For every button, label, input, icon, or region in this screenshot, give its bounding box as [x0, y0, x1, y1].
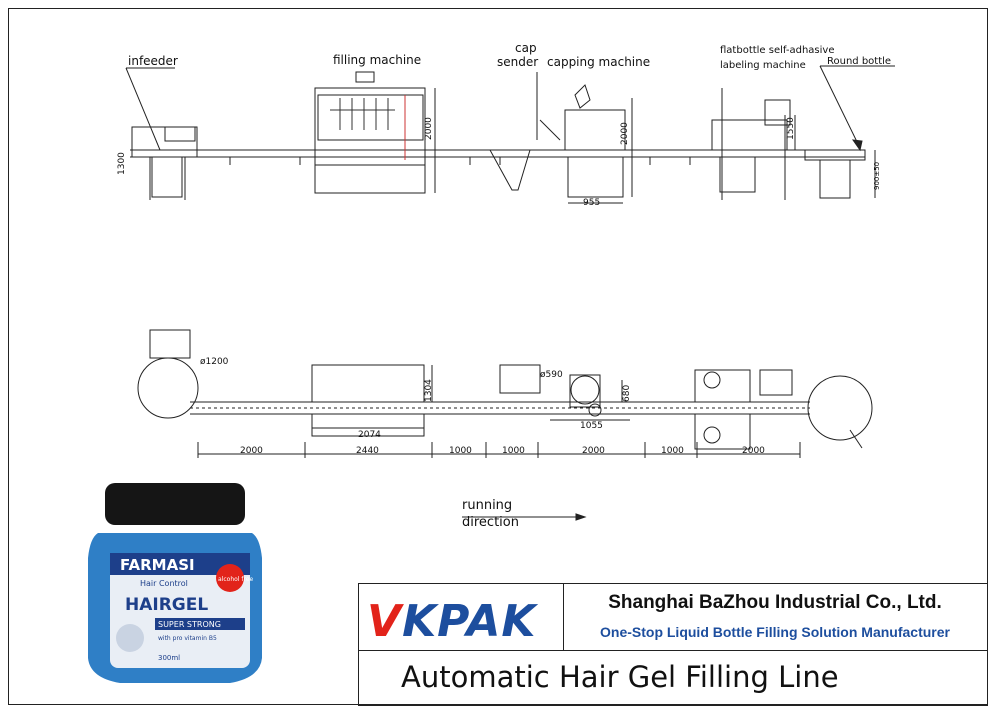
cap-sender-label-2: sender: [497, 55, 539, 69]
capper-width-dim: 955: [583, 198, 601, 208]
filler-length-dim: 2074: [358, 430, 381, 440]
segment-dim-4: 1000: [502, 446, 525, 456]
hopper-dia-dim: ø590: [540, 370, 563, 380]
labeling-machine-label-1: flatbottle self-adhasive: [720, 45, 835, 56]
jar-badge: alcohol free: [218, 576, 254, 583]
capper-depth-dim: 680: [622, 384, 632, 402]
segment-dim-3: 1000: [449, 446, 472, 456]
title-divider: [359, 650, 987, 651]
running-direction-label: running direction: [462, 497, 519, 531]
hair-gel-jar-image: FARMASI Hair Control alcohol free HAIRGE…: [88, 483, 262, 683]
running-direction-line2: direction: [462, 515, 519, 530]
logo-letters-kpak: KPAK: [402, 596, 537, 647]
turntable-dia-dim: ø1200: [200, 357, 229, 367]
company-name: Shanghai BaZhou Industrial Co., Ltd.: [608, 592, 942, 613]
jar-sub: Hair Control: [140, 579, 188, 588]
filler-height-dim: 2000: [424, 117, 434, 140]
logo-cell: VKPAK: [359, 584, 564, 650]
segment-dim-1: 2000: [240, 446, 263, 456]
round-bottle-label: Round bottle: [827, 56, 892, 67]
jar-strength: SUPER STRONG: [158, 620, 221, 629]
segment-dim-6: 1000: [661, 446, 684, 456]
capping-machine-label: capping machine: [547, 55, 651, 69]
running-direction-line1: running: [462, 498, 513, 513]
filling-machine-label: filling machine: [333, 53, 422, 67]
jar-name: HAIRGEL: [125, 595, 208, 615]
segment-dim-2: 2440: [356, 446, 379, 456]
capper-length-dim: 1055: [580, 421, 603, 431]
jar-volume: 300ml: [158, 654, 180, 662]
labeler-height-dim: 1550: [786, 117, 796, 140]
labeling-machine-label-2: labeling machine: [720, 60, 806, 71]
infeeder-height-dim: 1300: [117, 152, 127, 175]
cap-sender-label-1: cap: [515, 41, 537, 55]
title-block: VKPAK Shanghai BaZhou Industrial Co., Lt…: [358, 583, 988, 706]
drawing-frame: [8, 8, 988, 705]
drawing-title: Automatic Hair Gel Filling Line: [401, 660, 839, 694]
jar-vitamin: with pro vitamin B5: [158, 635, 217, 642]
filler-depth-dim: 1304: [424, 379, 434, 402]
end-table-dim: 900±50: [873, 161, 881, 190]
elevation-view: [125, 65, 895, 204]
infeeder-label: infeeder: [128, 54, 178, 68]
company-slogan: One-Stop Liquid Bottle Filling Solution …: [600, 624, 950, 640]
segment-dim-5: 2000: [582, 446, 605, 456]
jar-brand: FARMASI: [120, 556, 195, 574]
vkpak-logo: VKPAK: [367, 596, 537, 647]
logo-letter-v: V: [367, 596, 403, 647]
plan-view: [137, 329, 873, 521]
segment-dim-7: 2000: [742, 446, 765, 456]
capper-height-dim: 2000: [620, 122, 630, 145]
